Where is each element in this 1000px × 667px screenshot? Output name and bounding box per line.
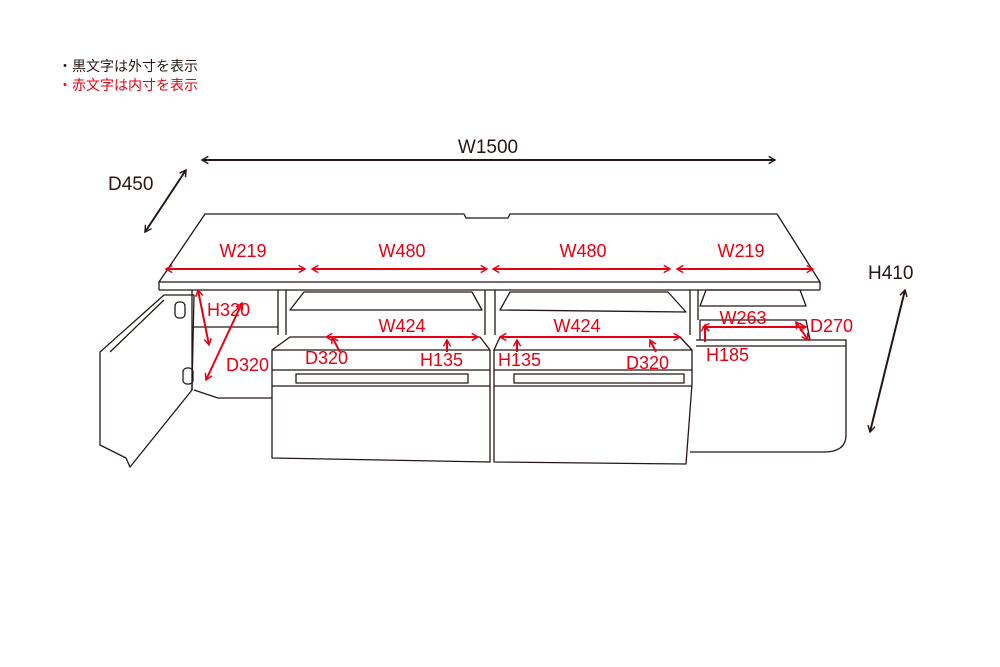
drawer2-width-label: W424 bbox=[553, 316, 600, 336]
outer-dimensions bbox=[144, 155, 908, 434]
right-height-label: H185 bbox=[706, 345, 749, 365]
top-board bbox=[158, 213, 821, 283]
furniture-outline bbox=[99, 213, 847, 468]
top-width-label-3: W480 bbox=[559, 241, 606, 261]
right-depth-arrow bbox=[795, 320, 809, 342]
drawer1-depth-label: D320 bbox=[305, 348, 348, 368]
height-arrow bbox=[867, 288, 908, 434]
left-depth-arrow bbox=[204, 301, 244, 382]
right-flap bbox=[690, 339, 847, 453]
legend-outer-note: ・黒文字は外寸を表示 bbox=[58, 59, 198, 75]
inner-dimensions bbox=[164, 264, 815, 382]
legend-inner-note: ・赤文字は内寸を表示 bbox=[58, 78, 198, 94]
outer-height-label: H410 bbox=[868, 263, 913, 284]
left-door bbox=[99, 294, 195, 468]
right-depth-label: D270 bbox=[810, 316, 853, 336]
left-height-label: H320 bbox=[207, 300, 250, 320]
drawer-1 bbox=[271, 350, 491, 463]
drawer2-depth-label: D320 bbox=[626, 353, 669, 373]
outer-depth-label: D450 bbox=[108, 174, 153, 195]
drawer-2 bbox=[493, 350, 693, 465]
drawer2-height-label: H135 bbox=[498, 350, 541, 370]
drawer1-width-label: W424 bbox=[378, 316, 425, 336]
inner-labels: W219 W480 W480 W219 H320 D320 W424 D320 … bbox=[207, 241, 853, 375]
top-width-label-2: W480 bbox=[378, 241, 425, 261]
drawer1-height-label: H135 bbox=[420, 350, 463, 370]
outer-width-label: W1500 bbox=[458, 137, 518, 158]
top-width-label-4: W219 bbox=[717, 241, 764, 261]
top-width-label-1: W219 bbox=[219, 241, 266, 261]
depth-arrow bbox=[144, 168, 187, 234]
outer-labels: W1500 D450 H410 bbox=[108, 137, 913, 284]
right-width-label: W263 bbox=[719, 308, 766, 328]
legend: ・黒文字は外寸を表示 ・赤文字は内寸を表示 bbox=[58, 58, 198, 96]
left-depth-label: D320 bbox=[226, 355, 269, 375]
drawer2-depth-arrow bbox=[648, 338, 657, 353]
drawer1-depth-arrow bbox=[331, 335, 341, 353]
